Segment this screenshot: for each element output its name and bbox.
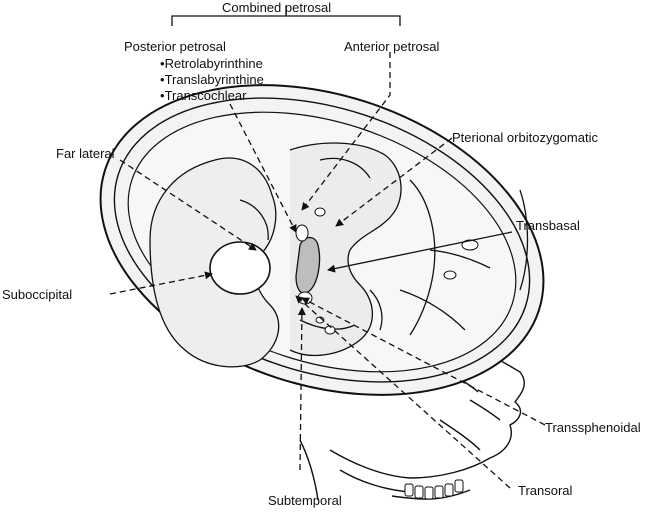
- label-suboccipital: Suboccipital: [2, 287, 73, 302]
- approach-leaders: [109, 6, 546, 489]
- label-transoral: Transoral: [518, 483, 573, 498]
- label-transbasal: Transbasal: [516, 218, 580, 233]
- label-pterional-orbitozygomatic: Pterional orbitozygomatic: [452, 130, 598, 145]
- label-far-lateral: Far lateral: [56, 146, 115, 161]
- label-transsphenoidal: Transsphenoidal: [545, 420, 641, 435]
- label-transcochlear: Transcochlear: [160, 88, 247, 103]
- label-subtemporal: Subtemporal: [268, 493, 342, 508]
- label-anterior-petrosal: Anterior petrosal: [344, 39, 440, 54]
- label-retrolabyrinthine: Retrolabyrinthine: [160, 56, 263, 71]
- foramen-magnum: [209, 241, 271, 295]
- label-combined-petrosal: Combined petrosal: [222, 0, 332, 15]
- label-translabyrinthine: Translabyrinthine: [160, 72, 264, 87]
- foramina: [314, 207, 479, 335]
- teeth: [404, 479, 464, 500]
- label-posterior-petrosal: Posterior petrosal: [124, 39, 226, 54]
